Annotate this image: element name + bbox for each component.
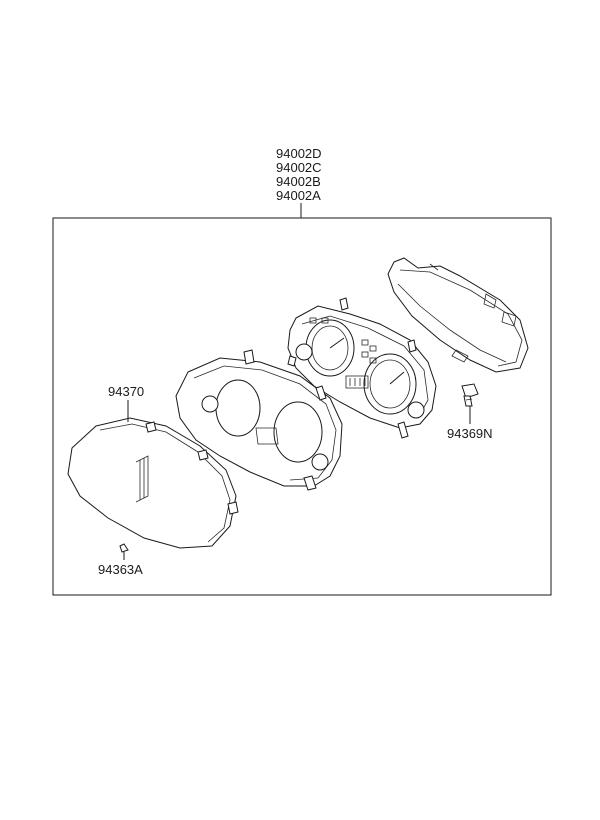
clip-part-number: 94363A bbox=[98, 562, 143, 577]
assembly-frame bbox=[52, 217, 552, 596]
fuel-gauge bbox=[295, 343, 313, 361]
lens-glass bbox=[67, 417, 239, 549]
clip-part bbox=[119, 543, 129, 553]
meter-bezel bbox=[175, 349, 343, 491]
bezel-right-opening bbox=[273, 401, 323, 463]
lens-part-number: 94370 bbox=[108, 384, 144, 399]
rear-cover bbox=[387, 257, 529, 373]
assembly-number-d: 94002D bbox=[276, 146, 322, 161]
mounting-screw bbox=[461, 383, 479, 407]
screw-part-number: 94369N bbox=[447, 426, 493, 441]
assembly-label-group: 94002D 94002C 94002B 94002A bbox=[276, 146, 322, 203]
assembly-number-a: 94002A bbox=[276, 188, 321, 203]
bezel-left-opening bbox=[215, 379, 261, 437]
assembly-number-c: 94002C bbox=[276, 160, 322, 175]
odometer-display bbox=[345, 375, 369, 389]
gauge-cluster-face bbox=[287, 297, 437, 439]
assembly-number-b: 94002B bbox=[276, 174, 321, 189]
temp-gauge bbox=[407, 401, 425, 419]
